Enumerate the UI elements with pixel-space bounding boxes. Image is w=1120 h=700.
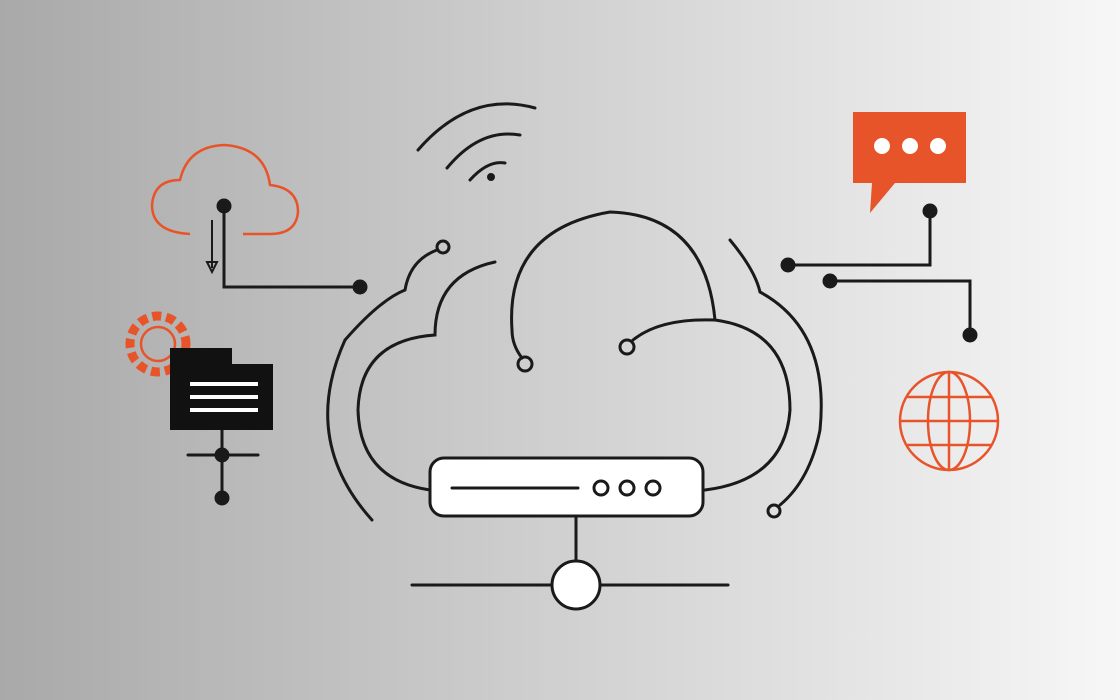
node-dot [766, 503, 782, 519]
node-dot [435, 239, 451, 255]
cloud-icon [356, 210, 792, 492]
outer-arc-left [326, 248, 439, 522]
download-arrow-icon [205, 220, 219, 275]
connector-left-top [216, 198, 368, 295]
cloud-inner-line [510, 328, 524, 360]
connector-right-bottom [822, 273, 978, 343]
globe-icon [898, 370, 1000, 472]
node-dot [618, 338, 636, 356]
network-node-icon [410, 514, 730, 611]
folder-icon [170, 348, 273, 430]
connector-right-top [780, 203, 938, 273]
server-icon [428, 456, 705, 518]
outer-arc-right [728, 238, 823, 507]
gear-icon [125, 311, 191, 377]
cloud-download-icon [150, 143, 300, 236]
connector-left-bottom [186, 428, 260, 506]
node-dot [516, 355, 534, 373]
wifi-icon [416, 102, 537, 182]
cloud-inner-line [631, 318, 717, 342]
chat-bubble-icon [853, 112, 966, 213]
